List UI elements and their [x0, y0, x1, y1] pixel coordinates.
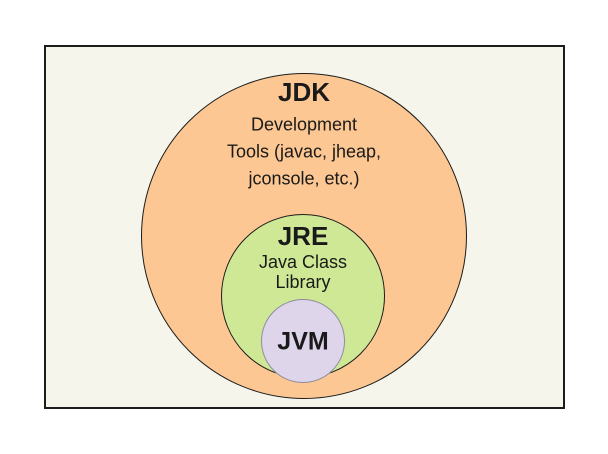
jvm-title: JVM: [277, 327, 329, 356]
jdk-description-line: Tools (javac, jheap,: [226, 141, 382, 162]
diagram-frame: JDK Development Tools (javac, jheap, jco…: [44, 45, 565, 409]
jdk-description-line: jconsole, etc.): [248, 168, 360, 189]
jre-title: JRE: [277, 221, 329, 251]
jvm-circle: [261, 299, 345, 383]
jdk-title: JDK: [277, 77, 331, 107]
jre-description: Java Class Library: [259, 252, 347, 292]
jre-description-line: Library: [275, 272, 331, 292]
jdk-description-line: Development: [250, 114, 358, 135]
jre-description-line: Java Class: [258, 252, 348, 272]
jdk-description: Development Tools (javac, jheap, jconsol…: [227, 112, 381, 193]
